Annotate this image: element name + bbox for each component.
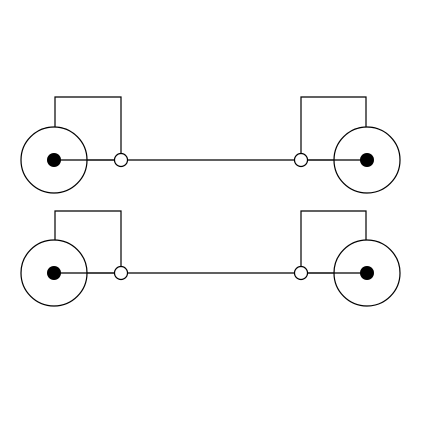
cable-2-left-shield-wire — [54, 210, 122, 273]
cable-2-right-junction — [293, 265, 309, 281]
cable-2-left-connector-pin — [47, 266, 61, 280]
cable-1-right-junction — [293, 152, 309, 168]
cable-2-right-connector-pin — [360, 266, 374, 280]
cable-2-left-junction — [113, 265, 129, 281]
cable-1-left-connector-pin — [47, 153, 61, 167]
cable-1-right-connector-pin — [360, 153, 374, 167]
cable-1-left-junction — [113, 152, 129, 168]
cable-1-left-shield-wire — [54, 96, 122, 160]
cable-2-right-shield-wire — [300, 210, 367, 273]
cable-1-right-shield-wire — [300, 96, 367, 160]
cable-1 — [20, 96, 401, 194]
cable-2 — [20, 210, 401, 307]
